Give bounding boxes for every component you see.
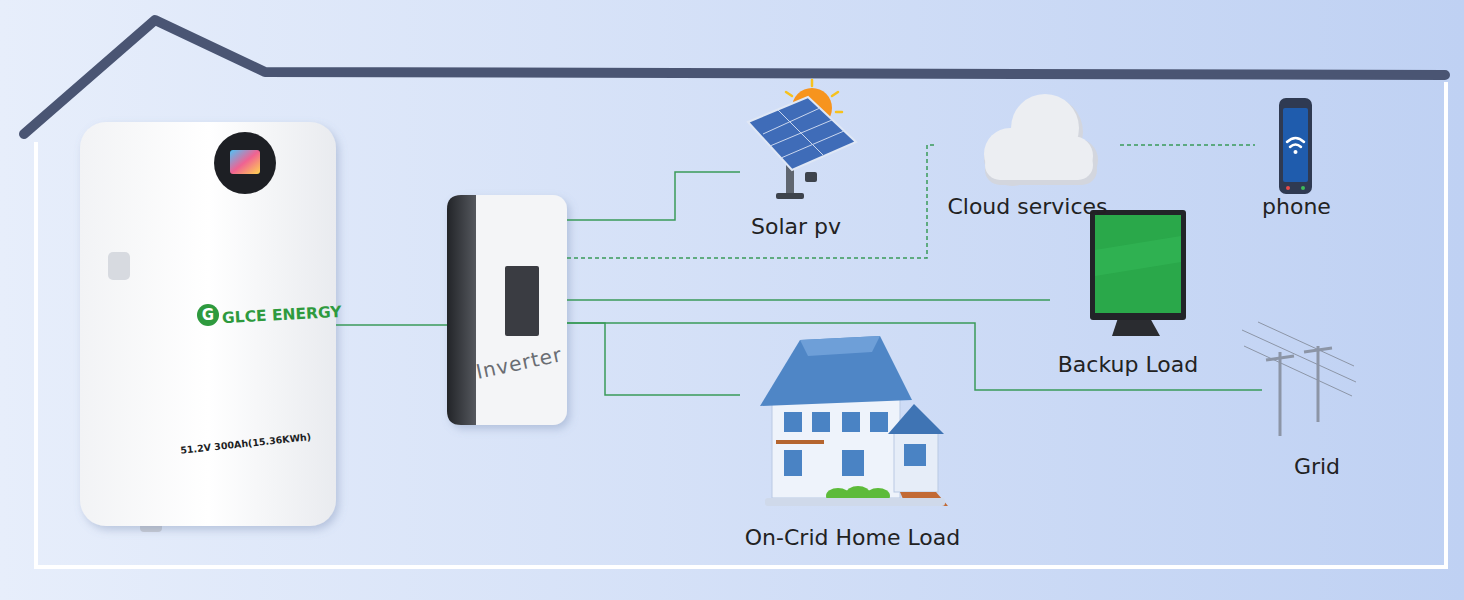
solar-node: Solar pv [740,85,852,242]
monitor-illustration [1090,210,1186,336]
phone-node: phone [1255,92,1338,222]
home-illustration [760,336,948,506]
battery-illustration [80,122,336,532]
inverter-box: Inverter [447,195,567,425]
power-wire [567,172,740,220]
node-label: phone [1262,194,1331,220]
data-link [1120,144,1255,146]
power-wire [336,324,447,326]
phone-illustration [1279,98,1312,194]
node-label: Cloud services [947,194,1107,220]
inverter-illustration [447,195,567,425]
house-border [36,82,1446,567]
node-label: On-Crid Home Load [745,525,960,551]
cloud-node: Cloud services [935,85,1120,222]
solar-illustration [748,80,856,199]
home-load-node: On-Crid Home Load [740,325,965,553]
data-link [567,145,935,258]
battery-spec: 51.2V 300Ah(15.36KWh) [180,431,310,456]
node-label: Grid [1294,454,1340,480]
node-label: Solar pv [751,214,841,240]
power-wire [567,323,740,395]
power-wire [567,323,1262,390]
node-label: Backup Load [1058,352,1198,378]
backup-load-node: Backup Load [1050,205,1206,380]
grid-node: Grid [1262,325,1372,482]
power-wire [567,299,1050,301]
grid-pole-illustration [1242,322,1356,436]
brand-name: GLCE ENERGY [222,303,343,328]
roof-line [24,20,1445,134]
cloud-illustration [984,94,1098,186]
inverter-label: Inverter [468,341,571,385]
logo-letter: G [197,304,219,326]
